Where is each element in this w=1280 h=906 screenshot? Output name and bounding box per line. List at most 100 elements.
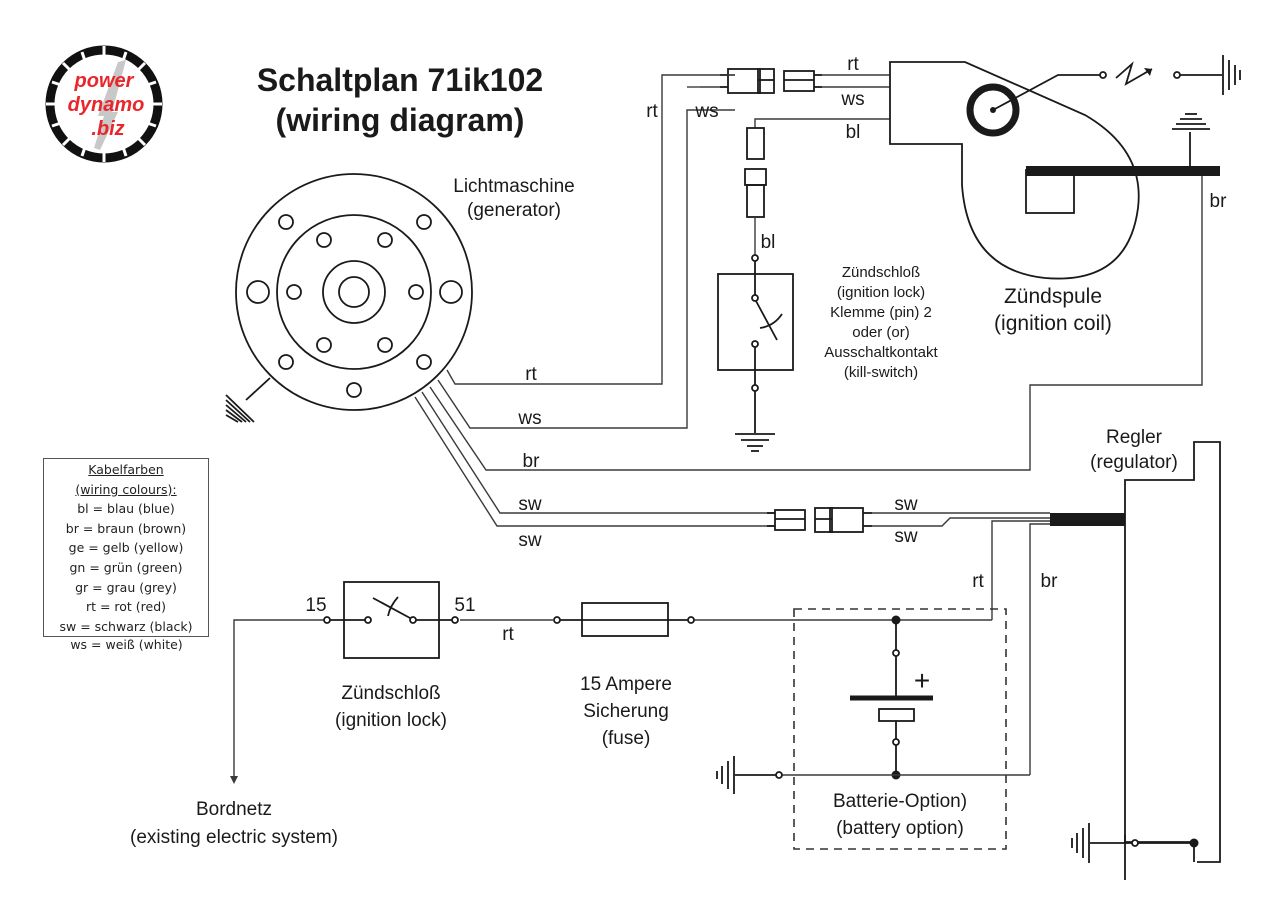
regulator [1050,441,1221,880]
wire-label-coil-rt: rt [847,54,859,75]
bordnetz-label-de: Bordnetz [196,799,272,820]
kill-switch-label-line: Zündschloß [842,264,920,281]
regulator-wires [872,512,1050,775]
generator-holes [246,214,463,398]
wire-label-reg-rt: rt [972,571,984,592]
battery-option: + [793,608,1007,850]
wire-rt-generator [446,74,735,385]
regulator-label-de: Regler [1106,427,1163,448]
regulator-connector [767,507,872,533]
coil-input-wires [687,74,890,128]
legend-entry: bl = blau (blue) [77,501,175,517]
wire-label-gen-ws: ws [517,408,541,429]
logo: power dynamo .biz [45,45,163,163]
battery-ground-icon [716,756,735,794]
generator-wires [414,74,1203,527]
generator [225,173,473,423]
wire-label-gen-sw2: sw [518,530,542,551]
legend-subtitle: (wiring colours): [75,481,177,497]
regulator-label-en: (regulator) [1090,452,1178,473]
wire-ws-generator [437,109,735,429]
wire-label-reg-sw1: sw [894,494,918,515]
wire-label-kill-bl: bl [761,232,776,253]
fuse-label-line1: 15 Ampere [580,674,672,695]
wire-label-gen-br: br [523,451,541,472]
coil-frame-bar [1026,166,1220,176]
wire-sw2-generator [414,396,775,527]
legend-entry: rt = rot (red) [85,599,167,615]
legend-entry: gr = grau (grey) [75,579,177,595]
wire-label-gen-rt: rt [525,364,537,385]
generator-ground-wire [245,377,271,401]
legend-entry: ge = gelb (yellow) [68,540,184,556]
logo-needle-icon [94,60,126,150]
ignition-lock-pin-51: 51 [454,595,475,616]
battery-option-label-de: Batterie-Option) [833,791,967,812]
ignition-coil-label-de: Zündspule [1004,285,1102,308]
battery-option-label-en: (battery option) [836,818,964,839]
coil-chassis-ground-icon [1172,113,1210,130]
spark-gap-icon [1115,61,1153,86]
logo-text-power: power [74,70,135,92]
coil-connector [720,68,822,94]
wire-label-reg-br: br [1041,571,1059,592]
wire-label-lock-rt: rt [502,624,514,645]
kill-switch-label-line: (kill-switch) [844,364,918,381]
kill-switch-label-line: Ausschaltkontakt [824,344,938,361]
spark-plug [1099,55,1241,95]
wire-label-vert-ws: ws [694,101,718,122]
legend-title: Kabelfarben [88,462,164,477]
fuse [553,602,695,637]
diagram-title: Schaltplan 71ik102 [257,62,543,98]
diagram-subtitle: (wiring diagram) [276,102,525,138]
kill-switch [717,254,794,452]
wire-br-generator [429,172,1203,471]
generator-label-de: Lichtmaschine [453,176,574,197]
ignition-lock-arrow-icon [387,596,399,617]
wire-label-coil-bl: bl [846,122,861,143]
legend-entry: sw = schwarz (black) [59,618,193,634]
ignition-coil [889,61,1220,280]
ignition-lock-label-en: (ignition lock) [335,710,447,731]
kill-switch-label: Zündschloß (ignition lock) Klemme (pin) … [824,264,938,381]
fuse-label-line2: Sicherung [583,701,669,722]
wire-label-coil-ws: ws [840,89,864,110]
bordnetz-label-en: (existing electric system) [130,827,338,848]
regulator-cable-bundle [1050,513,1125,526]
bl-connector [744,127,767,256]
legend-entry: br = braun (brown) [65,520,187,536]
legend-entry: ws = weiß (white) [70,637,183,652]
fuse-label-line3: (fuse) [602,728,651,749]
bordnetz-arrow-icon [230,776,238,784]
spark-ground-icon [1222,55,1241,95]
ignition-lock-pin-15: 15 [305,595,326,616]
logo-text-dynamo: dynamo [68,94,145,116]
kill-switch-label-line: Klemme (pin) 2 [830,304,932,321]
kill-switch-label-line: oder (or) [852,324,910,341]
logo-ticks [46,46,162,162]
battery-option-boundary [793,608,1007,850]
wire-label-gen-sw1: sw [518,494,542,515]
wire-sw1-generator [421,391,775,514]
wire-label-vert-rt: rt [646,101,658,122]
battery-plus-icon: + [914,665,930,696]
ignition-coil-label-en: (ignition coil) [994,312,1112,335]
kill-switch-arrow-icon [759,313,783,329]
logo-text-biz: .biz [91,118,124,140]
generator-ground-icon [225,394,255,423]
ignition-lock [323,581,459,659]
ignition-lock-label-de: Zündschloß [341,683,440,704]
wiring-colour-legend: Kabelfarben (wiring colours): bl = blau … [43,458,209,638]
wire-label-coil-br: br [1210,191,1228,212]
kill-switch-label-line: (ignition lock) [837,284,925,301]
kill-switch-ground-icon [735,433,775,452]
coil-core [1025,169,1075,214]
wire-label-reg-sw2: sw [894,526,918,547]
legend-entry: gn = grün (green) [69,559,183,575]
regulator-ground [1071,823,1199,863]
regulator-ground-icon [1071,823,1090,863]
generator-label-en: (generator) [467,200,561,221]
main-power-wire [233,619,992,778]
coil-spark-terminal-icon [966,83,1020,137]
